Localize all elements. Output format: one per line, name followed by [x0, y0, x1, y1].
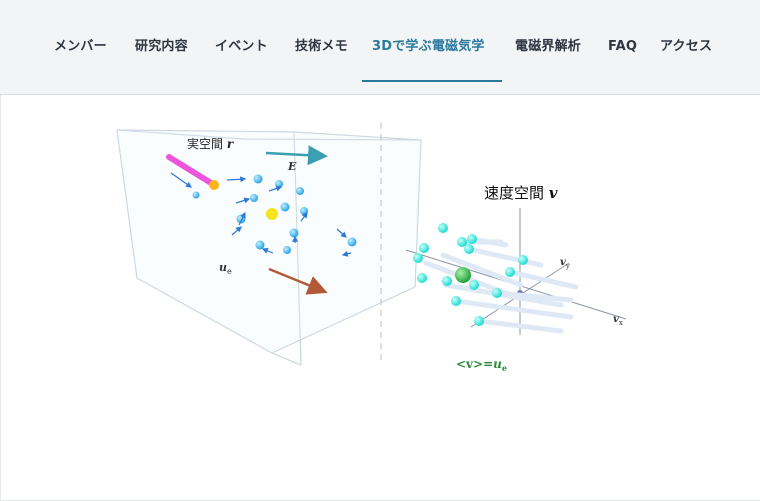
velocity-particles [413, 223, 528, 326]
velocity-space-label: 速度空間 v [484, 184, 558, 202]
velocity-particle [474, 316, 484, 326]
main-nav: メンバー 研究内容 イベント 技術メモ 3Dで学ぶ電磁気学 電磁界解析 FAQ … [0, 0, 760, 94]
active-nav-underline [362, 80, 502, 82]
velocity-particle [492, 288, 502, 298]
electron [255, 240, 265, 250]
velocity-particle [451, 296, 461, 306]
efield-label: E [287, 160, 297, 173]
velocity-particle [457, 237, 467, 247]
electron [296, 187, 304, 195]
trail-head [209, 180, 219, 190]
vy-axis-label: vy [560, 257, 570, 270]
electron [253, 174, 263, 184]
efield-arrow [265, 145, 328, 166]
electron-velocity-arrows [170, 172, 352, 257]
velocity-particle [442, 276, 452, 286]
velocity-particle [464, 244, 474, 254]
nav-item-3d-em[interactable]: 3Dで学ぶ電磁気学 [372, 39, 485, 54]
velocity-particle [419, 243, 429, 253]
velocity-particle [469, 280, 479, 290]
electron [283, 246, 291, 254]
site-header: メンバー 研究内容 イベント 技術メモ 3Dで学ぶ電磁気学 電磁界解析 FAQ … [0, 0, 760, 95]
ion-particle [266, 208, 278, 220]
electron [250, 194, 258, 202]
vx-axis-label: vx [613, 314, 623, 327]
electron [192, 191, 200, 199]
nav-item-research[interactable]: 研究内容 [135, 39, 188, 54]
electron [289, 228, 299, 238]
velocity-particle [417, 273, 427, 283]
velocity-particle [413, 253, 423, 263]
electron [347, 237, 357, 247]
velocity-particle [438, 223, 448, 233]
nav-item-events[interactable]: イベント [215, 39, 268, 54]
electron [280, 202, 290, 212]
real-space-label: 実空間 r [187, 136, 235, 151]
nav-item-faq[interactable]: FAQ [608, 39, 638, 54]
ue-arrow [268, 267, 328, 295]
velocity-particle [518, 255, 528, 265]
3d-scene[interactable]: 実空間 r E [1, 95, 760, 500]
nav-item-tech-memo[interactable]: 技術メモ [295, 39, 348, 54]
main-content: 実空間 r E [0, 95, 760, 501]
real-space-box [116, 129, 422, 366]
ue-label: ue [219, 261, 232, 276]
mean-velocity-particle [455, 267, 471, 283]
nav-item-em-analysis[interactable]: 電磁界解析 [515, 39, 582, 54]
velocity-particle [505, 267, 515, 277]
particle-trail [166, 154, 219, 190]
velocity-particle [467, 234, 477, 244]
mean-velocity-label: <v>=ue [456, 357, 507, 373]
nav-item-members[interactable]: メンバー [54, 39, 107, 54]
nav-item-access[interactable]: アクセス [660, 39, 713, 54]
electron [275, 180, 283, 188]
